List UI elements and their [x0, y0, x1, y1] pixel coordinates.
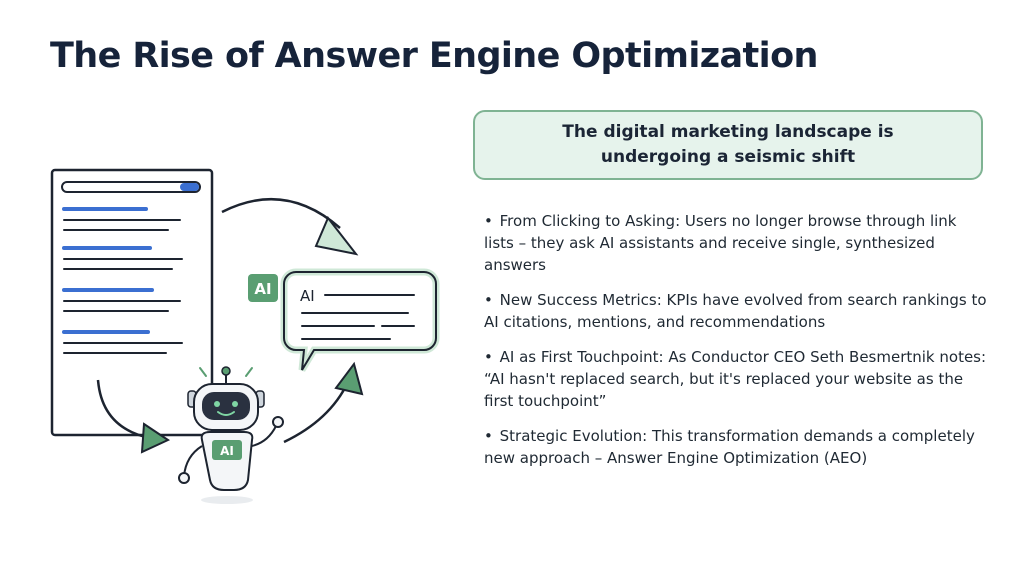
callout-box: The digital marketing landscape is under… — [473, 110, 983, 180]
search-results-page-icon — [50, 168, 214, 437]
robot-chest-label: AI — [220, 444, 234, 458]
bullet-item: • Strategic Evolution: This transformati… — [484, 425, 989, 469]
ai-badge: AI — [248, 274, 278, 302]
aeo-illustration: AI AI — [50, 168, 440, 504]
bullet-text: New Success Metrics: KPIs have evolved f… — [484, 291, 987, 331]
bubble-ai-label: AI — [300, 287, 315, 305]
curved-arrow-icon — [283, 361, 364, 444]
bullet-text: Strategic Evolution: This transformation… — [484, 427, 975, 467]
bullet-marker: • — [484, 427, 493, 445]
bullet-item: • AI as First Touchpoint: As Conductor C… — [484, 346, 989, 412]
bullet-item: • From Clicking to Asking: Users no long… — [484, 210, 989, 276]
callout-text: The digital marketing landscape is under… — [562, 122, 894, 167]
slide-title: The Rise of Answer Engine Optimization — [50, 36, 818, 76]
bullet-marker: • — [484, 291, 493, 309]
bullet-text: AI as First Touchpoint: As Conductor CEO… — [484, 348, 987, 410]
curved-arrow-icon — [221, 197, 359, 256]
chat-bubble-icon: AI — [280, 268, 440, 372]
bullet-list: • From Clicking to Asking: Users no long… — [484, 210, 989, 482]
bullet-marker: • — [484, 212, 493, 230]
ai-badge-label: AI — [254, 280, 271, 298]
curved-arrow-icon — [96, 379, 171, 454]
bullet-item: • New Success Metrics: KPIs have evolved… — [484, 289, 989, 333]
robot-icon: AI — [178, 366, 284, 504]
bullet-text: From Clicking to Asking: Users no longer… — [484, 212, 957, 274]
bullet-marker: • — [484, 348, 493, 366]
